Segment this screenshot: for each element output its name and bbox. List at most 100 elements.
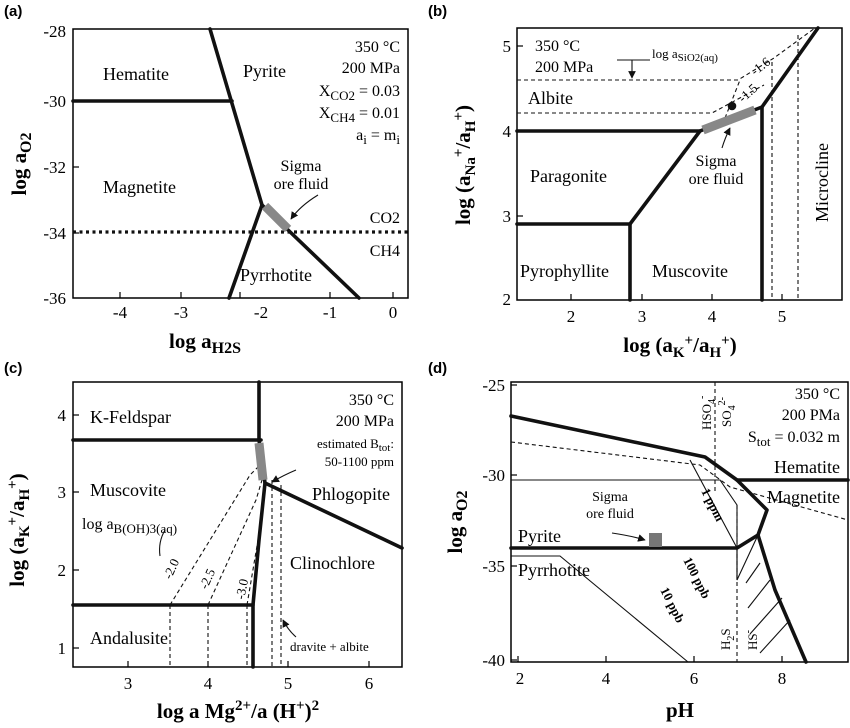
panel-b-temperature: 350 °C	[535, 38, 580, 55]
panel-d-xtick: 2	[516, 669, 525, 688]
field-pyrite-d: Pyrite	[518, 526, 561, 546]
panel-d-fluid-marker	[649, 533, 662, 547]
panel-b-xtick: 3	[638, 307, 647, 326]
panel-d-frame	[510, 381, 849, 663]
panel-d-so4-label: SO42-	[717, 397, 738, 427]
panel-c-x-ticks: 3 4 5 6	[124, 661, 373, 693]
panel-d-x-ticks: 2 4 6 8	[516, 656, 786, 688]
panel-b-xtick: 5	[778, 307, 787, 326]
panel-c-dravite-arrow	[282, 619, 297, 638]
field-phlogopite: Phlogopite	[312, 484, 390, 504]
panel-d-stot: Stot = 0.032 m	[748, 429, 841, 449]
field-clinochlore: Clinochlore	[290, 553, 375, 573]
panel-d-pressure: 200 PMa	[782, 407, 840, 424]
panel-b-xtick: 4	[708, 307, 717, 326]
panel-d-contour-10ppb: 10 ppb	[657, 585, 688, 626]
panel-b-ytick: 5	[503, 37, 512, 56]
panel-c-boric-label: log aB(OH)3(aq)	[82, 516, 177, 536]
field-andalusite: Andalusite	[90, 628, 168, 648]
field-magnetite: Magnetite	[103, 177, 176, 197]
panel-c-xlabel: log a Mg2+/a (H+)2	[157, 698, 319, 723]
panel-c-boron-arrow	[271, 469, 297, 483]
panel-b-fluid-arrow	[721, 127, 731, 149]
panel-b-label: (b)	[428, 3, 447, 20]
field-hematite: Hematite	[103, 64, 169, 84]
field-microcline: Microcline	[812, 143, 832, 222]
field-pyrophyllite: Pyrophyllite	[520, 261, 609, 281]
panel-a-ytick: -32	[43, 158, 66, 177]
panel-c-boron-marker	[254, 442, 268, 481]
field-pyrite: Pyrite	[243, 61, 286, 81]
field-magnetite-d: Magnetite	[767, 487, 840, 507]
panel-a-fluid-arrow	[290, 194, 319, 220]
panel-c-boric-leader	[159, 529, 166, 557]
panel-a-xtick: 0	[389, 303, 398, 322]
panel-d-xtick: 6	[690, 669, 699, 688]
field-paragonite: Paragonite	[530, 166, 607, 186]
field-muscovite-b: Muscovite	[652, 261, 728, 281]
panel-c-xtick: 4	[204, 674, 213, 693]
panel-d: (d) -25 -30 -35 -40 2 4 6 8	[428, 360, 850, 722]
panel-c-dravite-label: dravite + albite	[290, 639, 369, 654]
panel-d-h2s-label: H2S	[718, 628, 737, 650]
panel-b-ytick: 2	[503, 290, 512, 309]
panel-b-xlabel: log (aK+/aH+)	[623, 333, 736, 361]
field-pyrrhotite-d: Pyrrhotite	[518, 560, 590, 580]
panel-c-ylabel: log (aK+/aH+)	[5, 473, 33, 586]
panel-c-boron-label: estimated Btot:	[317, 436, 394, 454]
panel-c-xtick: 5	[284, 674, 293, 693]
panel-b-fluid-marker	[701, 105, 757, 135]
panel-d-ytick: -40	[482, 651, 505, 670]
panel-d-fluid-arrow	[611, 532, 646, 542]
panel-c-label: (c)	[4, 360, 22, 377]
panel-c-ytick: 4	[58, 406, 67, 425]
panel-d-contour-100ppb: 100 ppb	[680, 555, 714, 601]
panel-a-x-ticks: -4 -3 -2 -1 0	[113, 292, 397, 322]
panel-d-y-ticks: -25 -30 -35 -40	[482, 376, 517, 670]
panel-b-boundaries	[515, 26, 820, 302]
panel-c-contour-30: -3.0	[232, 577, 251, 600]
panel-c-ytick: 1	[58, 639, 67, 658]
panel-a-ytick: -30	[43, 92, 66, 111]
panel-a-activity: ai = mi	[356, 127, 400, 147]
panel-c-contour-20: -2.0	[160, 556, 182, 581]
panel-b-fluid-point	[727, 101, 737, 111]
panel-c-contour-25: -2.5	[196, 566, 218, 591]
panel-b-pressure: 200 MPa	[535, 59, 593, 76]
panel-a-xtick: -1	[323, 303, 337, 322]
panel-a-redox-lower: CH4	[370, 243, 400, 260]
field-pyrrhotite: Pyrrhotite	[240, 265, 312, 285]
panel-a-boundaries	[71, 27, 408, 300]
panel-a-ylabel: log aO2	[7, 132, 35, 195]
panel-a-y-ticks: -28 -30 -32 -34 -36	[43, 22, 79, 308]
panel-c-xtick: 3	[124, 674, 133, 693]
panel-c: (c) 4 3 2 1 3 4 5 6	[4, 360, 404, 723]
panel-d-ylabel: log aO2	[443, 490, 471, 553]
panel-b-frame	[516, 27, 843, 301]
panel-d-ytick: -35	[482, 557, 505, 576]
field-hematite-d: Hematite	[774, 457, 840, 477]
field-muscovite-c: Muscovite	[90, 480, 166, 500]
panel-d-xtick: 4	[602, 669, 611, 688]
field-kfeldspar: K-Feldspar	[90, 407, 171, 427]
panel-b-xtick: 2	[567, 307, 576, 326]
panel-a-fluid-marker	[261, 202, 292, 233]
panel-a-xtick: -3	[174, 303, 188, 322]
panel-c-y-ticks: 4 3 2 1	[58, 406, 79, 658]
panel-a-xlabel: log aH2S	[169, 329, 241, 357]
panel-a-label: (a)	[4, 3, 22, 20]
panel-d-ytick: -30	[482, 466, 505, 485]
panel-b: (b) 5 4 3 2 2 3 4 5	[428, 3, 843, 361]
panel-a-ytick: -34	[43, 224, 66, 243]
panel-c-ytick: 2	[58, 561, 67, 580]
panel-c-boron-range: 50-1100 ppm	[325, 454, 394, 469]
panel-b-y-ticks: 5 4 3 2	[503, 37, 523, 309]
panel-a-pressure: 200 MPa	[342, 60, 400, 77]
panel-d-boundaries	[509, 382, 850, 664]
panel-a-ytick: -36	[43, 289, 66, 308]
panel-c-temperature: 350 °C	[349, 392, 394, 409]
panel-a-xtick: -4	[113, 303, 128, 322]
